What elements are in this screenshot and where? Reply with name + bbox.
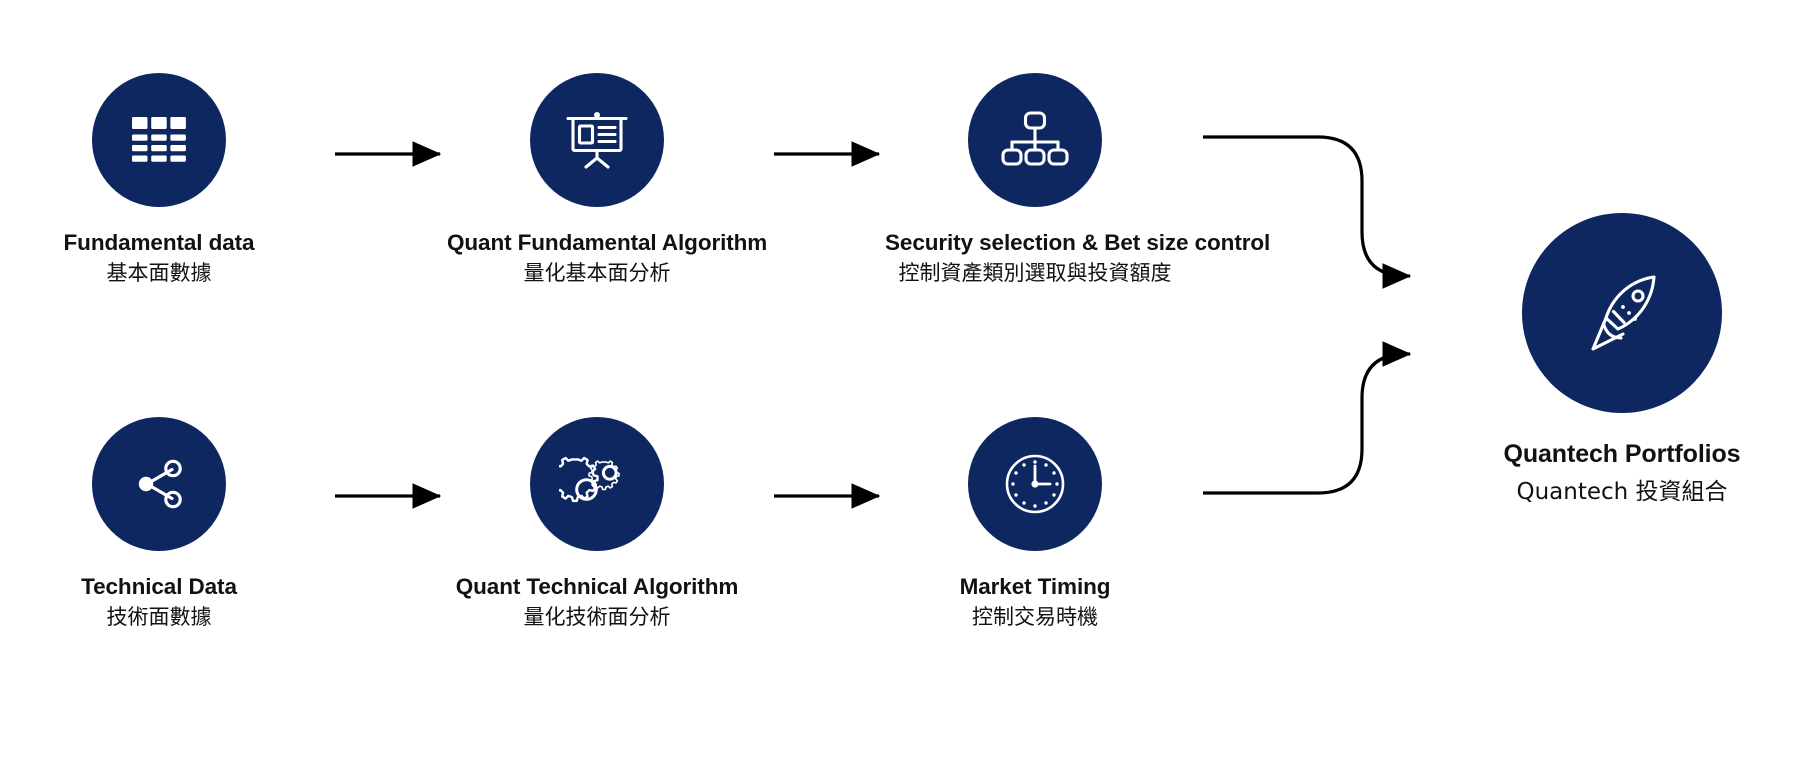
presentation-knob-icon xyxy=(594,112,600,118)
fundamental-data-label-zh: 基本面數據 xyxy=(106,261,212,286)
gears-icon xyxy=(559,456,620,503)
presentation-board-icon xyxy=(566,112,628,169)
hierarchy-org-chart-icon xyxy=(1001,111,1069,166)
quant-fundamental-algorithm-label-en: Quant Fundamental Algorithm xyxy=(447,230,768,255)
market-timing-label-zh: 控制交易時機 xyxy=(972,605,1098,630)
fundamental-data-circle xyxy=(92,73,226,207)
node-quant-fundamental-algorithm[interactable]: Quant Fundamental Algorithm 量化基本面分析 xyxy=(447,73,768,287)
node-quant-technical-algorithm[interactable]: Quant Technical Algorithm 量化技術面分析 xyxy=(447,417,747,631)
merge-bracket-bottom xyxy=(1203,341,1412,495)
node-fundamental-data[interactable]: Fundamental data 基本面數據 xyxy=(9,73,309,287)
security-selection-label-en: Security selection & Bet size control xyxy=(885,230,1271,255)
market-timing-circle xyxy=(968,417,1102,551)
node-technical-data[interactable]: Technical Data 技術面數據 xyxy=(9,417,309,631)
grid-table-icon xyxy=(132,117,186,162)
quantech-portfolios-label-zh: Quantech 投資組合 xyxy=(1516,479,1728,506)
fundamental-data-label-en: Fundamental data xyxy=(63,230,255,255)
quantech-portfolios-label-en: Quantech Portfolios xyxy=(1503,440,1741,468)
quant-fundamental-algorithm-label-zh: 量化基本面分析 xyxy=(523,261,671,286)
quantech-portfolios-circle xyxy=(1522,213,1722,413)
clock-icon xyxy=(1005,454,1065,514)
merge-bracket-top xyxy=(1203,135,1412,289)
node-security-selection[interactable]: Security selection & Bet size control 控制… xyxy=(885,73,1271,287)
technical-data-circle xyxy=(92,417,226,551)
quant-technical-algorithm-label-en: Quant Technical Algorithm xyxy=(455,574,739,599)
quant-technical-algorithm-circle xyxy=(530,417,664,551)
technical-data-label-zh: 技術面數據 xyxy=(106,605,212,630)
node-quantech-portfolios[interactable]: Quantech Portfolios Quantech 投資組合 xyxy=(1451,213,1793,508)
quant-fundamental-algorithm-circle xyxy=(530,73,664,207)
market-timing-label-en: Market Timing xyxy=(959,574,1111,599)
node-market-timing[interactable]: Market Timing 控制交易時機 xyxy=(885,417,1185,631)
security-selection-circle xyxy=(968,73,1102,207)
security-selection-label-zh: 控制資產類別選取與投資額度 xyxy=(898,261,1172,286)
rocket-icon xyxy=(1591,275,1656,351)
technical-data-label-en: Technical Data xyxy=(81,574,237,599)
quant-technical-algorithm-label-zh: 量化技術面分析 xyxy=(523,605,671,630)
share-network-icon xyxy=(138,459,182,509)
